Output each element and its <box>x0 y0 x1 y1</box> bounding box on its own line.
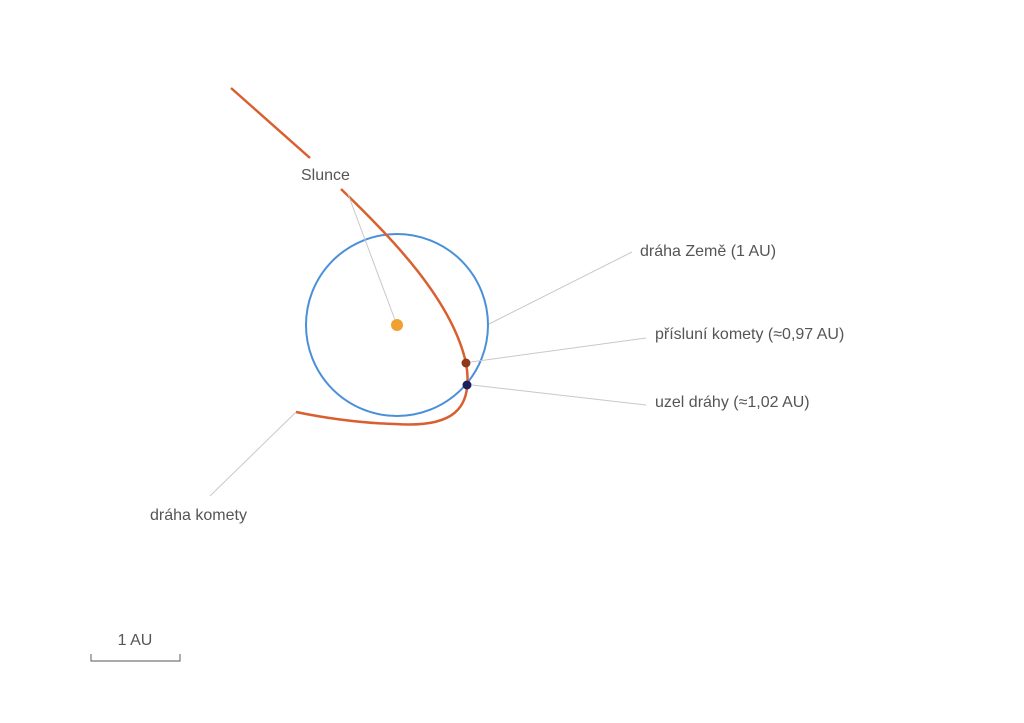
comet-orbit-upper <box>230 87 311 159</box>
sun-marker <box>391 319 403 331</box>
perihelion-label: přísluní komety (≈0,97 AU) <box>655 326 844 343</box>
scale-bar: 1 AU <box>90 632 181 662</box>
sun-leader-line <box>347 193 396 321</box>
comet-orbit-label: dráha komety <box>150 507 247 524</box>
earth-orbit-label: dráha Země (1 AU) <box>640 243 776 260</box>
node-leader-line <box>471 384 647 406</box>
sun-label: Slunce <box>301 167 350 184</box>
scale-label: 1 AU <box>118 632 153 649</box>
node-label: uzel dráhy (≈1,02 AU) <box>655 394 810 411</box>
node-marker <box>462 380 472 390</box>
scale-bracket <box>90 654 181 662</box>
perihelion-leader-line <box>470 337 647 363</box>
earth-orbit <box>305 233 489 417</box>
comet-orbit-leader-line <box>209 411 297 497</box>
perihelion-marker <box>461 358 471 368</box>
earth-orbit-leader-line <box>488 251 633 325</box>
comet-orbit <box>295 188 469 426</box>
